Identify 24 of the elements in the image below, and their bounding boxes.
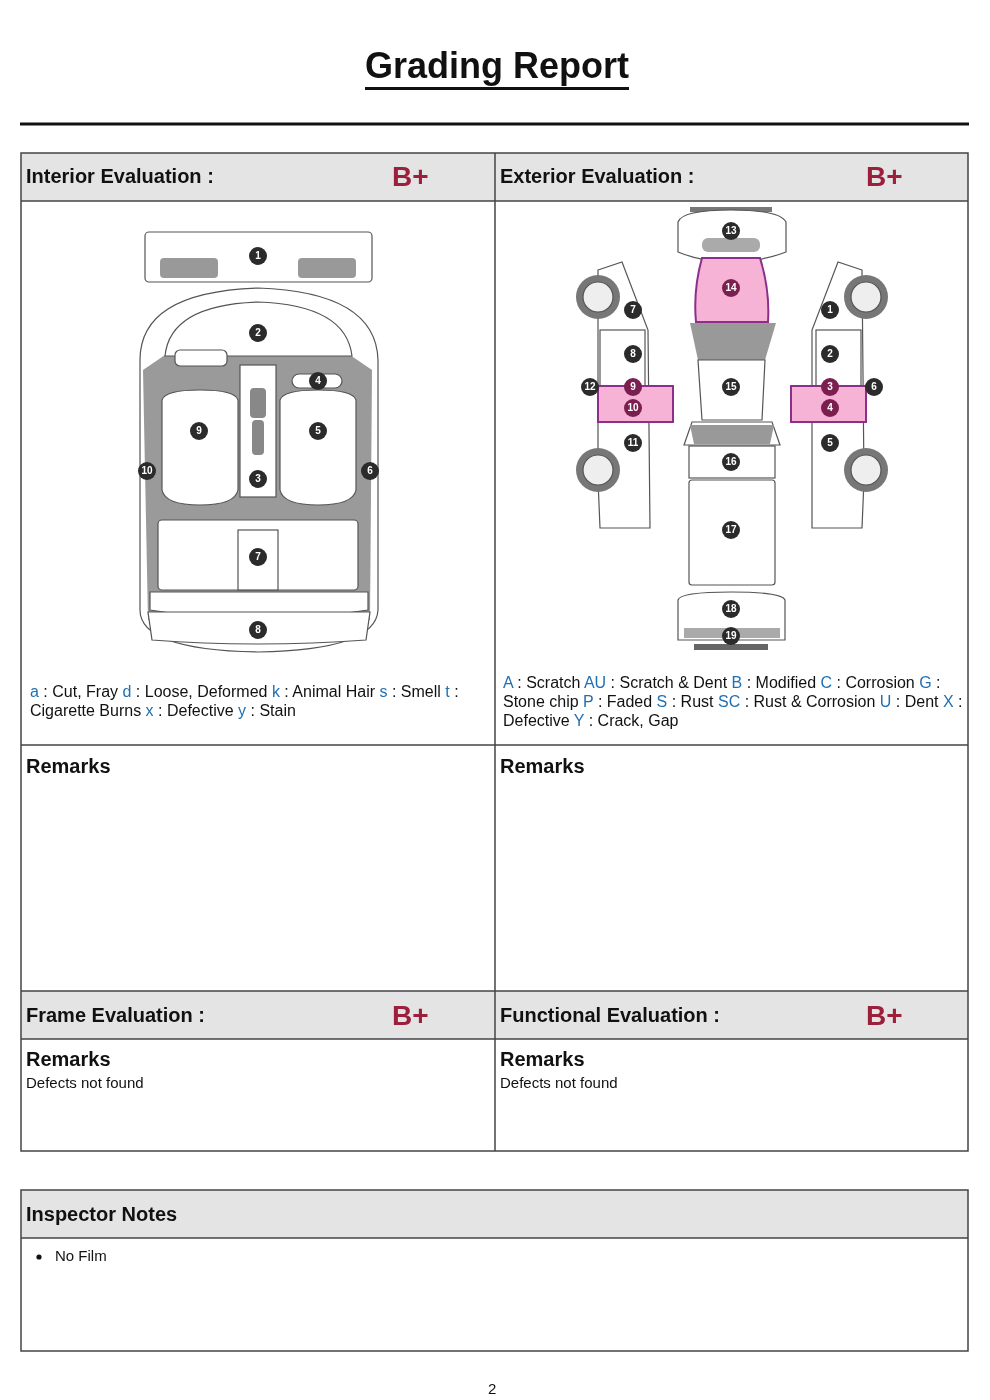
section-heading: Inspector Notes	[26, 1202, 178, 1226]
section-heading: Remarks	[500, 754, 585, 778]
legend-text: A : Scratch AU : Scratch & Dent B : Modified C : Corrosion G : Stone chip P : Faded S : Rust SC : Rust & Corrosion U : Dent X : Defective Y : Crack, Gap	[503, 673, 964, 731]
section-heading: Exterior Evaluation :	[500, 164, 695, 188]
section-heading: Frame Evaluation :	[26, 1003, 205, 1027]
callout-number: 19	[722, 627, 740, 645]
grade-value: B+	[866, 160, 903, 194]
grade-value: B+	[392, 160, 429, 194]
callout-number: 10	[138, 462, 156, 480]
callout-number: 6	[865, 378, 883, 396]
remark-text: Defects not found	[26, 1074, 144, 1092]
grade-value: B+	[866, 999, 903, 1033]
bullet-item: No Film	[55, 1247, 107, 1265]
section-heading: Remarks	[500, 1047, 585, 1071]
section-heading: Remarks	[26, 754, 111, 778]
page-number: 2	[488, 1380, 497, 1398]
section-heading: Functional Evaluation :	[500, 1003, 720, 1027]
section-heading: Remarks	[26, 1047, 111, 1071]
legend-text: a : Cut, Fray d : Loose, Deformed k : Animal Hair s : Smell t : Cigarette Burns x : Defective y : Stain	[30, 682, 460, 721]
section-heading: Interior Evaluation :	[26, 164, 214, 188]
report-title: Grading Report	[365, 44, 629, 91]
remark-text: Defects not found	[500, 1074, 618, 1092]
callout-number: 12	[581, 378, 599, 396]
grade-value: B+	[392, 999, 429, 1033]
